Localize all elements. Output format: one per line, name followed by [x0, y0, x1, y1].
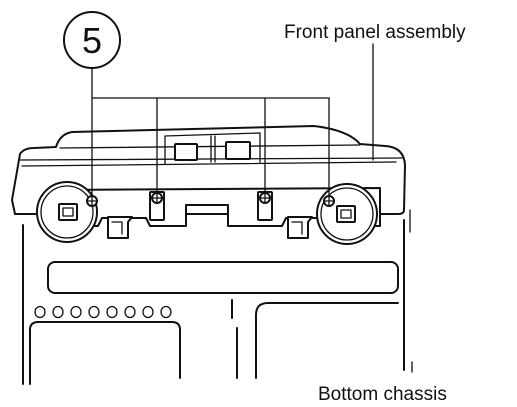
latch-right	[287, 216, 313, 239]
bottom-chassis-label: Bottom chassis	[318, 384, 447, 405]
label-bottom-chassis: Bottom chassis	[318, 384, 447, 405]
label-front-panel: Front panel assembly	[284, 22, 466, 161]
screw-3	[259, 192, 271, 204]
screw-4	[323, 195, 335, 207]
center-connectors	[164, 132, 261, 165]
chassis-hole-row	[34, 305, 172, 319]
front-panel-label: Front panel assembly	[284, 22, 466, 43]
right-reel	[316, 183, 378, 245]
screw-2	[151, 192, 163, 204]
callout-number: 5	[82, 20, 102, 61]
callout-5: 5	[63, 11, 330, 197]
left-reel	[36, 181, 98, 243]
screw-1	[86, 195, 98, 207]
latch-left	[107, 216, 133, 239]
front-panel-assembly	[11, 125, 406, 245]
bottom-chassis	[22, 209, 413, 385]
